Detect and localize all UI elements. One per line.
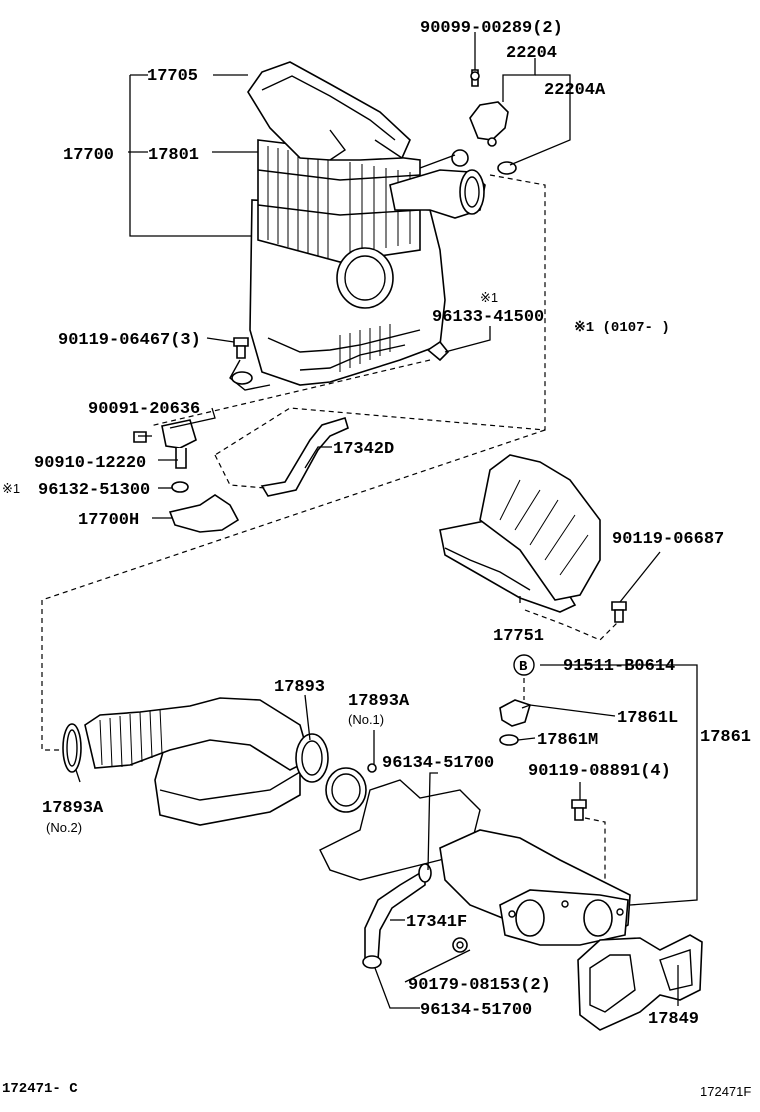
callout-17705: 17705 <box>147 67 198 86</box>
note-mark-2: ※1 <box>2 481 20 496</box>
callout-17861l: 17861L <box>617 709 678 728</box>
callout-96134-51700-upper: 96134-51700 <box>382 754 494 773</box>
reference-b-label: B <box>519 659 528 675</box>
sensor-22204 <box>469 69 517 175</box>
note-date-range: ※1 (0107- ) <box>574 320 670 336</box>
leader-lines <box>75 32 698 1009</box>
callout-17700: 17700 <box>63 146 114 165</box>
diagram-code-right: 172471F <box>700 1084 751 1099</box>
diagram-code-left: 172471- C <box>2 1081 78 1097</box>
callout-17861m: 17861M <box>537 731 598 750</box>
callout-90179-08153: 90179-08153(2) <box>408 976 551 995</box>
callout-96132-51300: 96132-51300 <box>38 481 150 500</box>
callout-22204: 22204 <box>506 44 557 63</box>
intake-manifold-17861 <box>319 699 631 969</box>
bolt-90119-06467 <box>233 337 249 359</box>
callout-17342d: 17342D <box>333 440 394 459</box>
callout-17893: 17893 <box>274 678 325 697</box>
callout-17751: 17751 <box>493 627 544 646</box>
vacuum-hose-assembly <box>133 417 349 533</box>
callout-17893a-no2: 17893A <box>42 799 104 818</box>
callout-17700h: 17700H <box>78 511 139 530</box>
dashed-routing-lines <box>41 174 619 880</box>
callout-96133-41500: 96133-41500 <box>432 308 544 327</box>
air-cleaner-case-17700 <box>229 61 486 391</box>
callout-96134-51700-lower: 96134-51700 <box>420 1001 532 1020</box>
callout-90099-00289: 90099-00289(2) <box>420 19 563 38</box>
air-hose-17893 <box>62 697 377 826</box>
gasket-17849 <box>577 934 703 1031</box>
inlet-duct-17751 <box>439 454 627 623</box>
callout-17893a-no2-qualifier: (No.2) <box>46 820 82 835</box>
callout-17893a-no1: 17893A <box>348 692 410 711</box>
callout-91511-b0614: 91511-B0614 <box>563 657 675 676</box>
callout-17893a-no1-qualifier: (No.1) <box>348 712 384 727</box>
callout-90119-06467: 90119-06467(3) <box>58 331 201 350</box>
reference-b-marker: B <box>513 654 535 676</box>
note-mark: ※1 <box>480 290 498 305</box>
callout-90119-06687: 90119-06687 <box>612 530 724 549</box>
callout-17849: 17849 <box>648 1010 699 1029</box>
callout-90119-08891: 90119-08891(4) <box>528 762 671 781</box>
callout-90091-20636: 90091-20636 <box>88 400 200 419</box>
callout-90910-12220: 90910-12220 <box>34 454 146 473</box>
callout-22204a: 22204A <box>544 81 606 100</box>
callout-17801: 17801 <box>148 146 199 165</box>
callout-17861: 17861 <box>700 728 751 747</box>
callout-17341f: 17341F <box>406 913 467 932</box>
